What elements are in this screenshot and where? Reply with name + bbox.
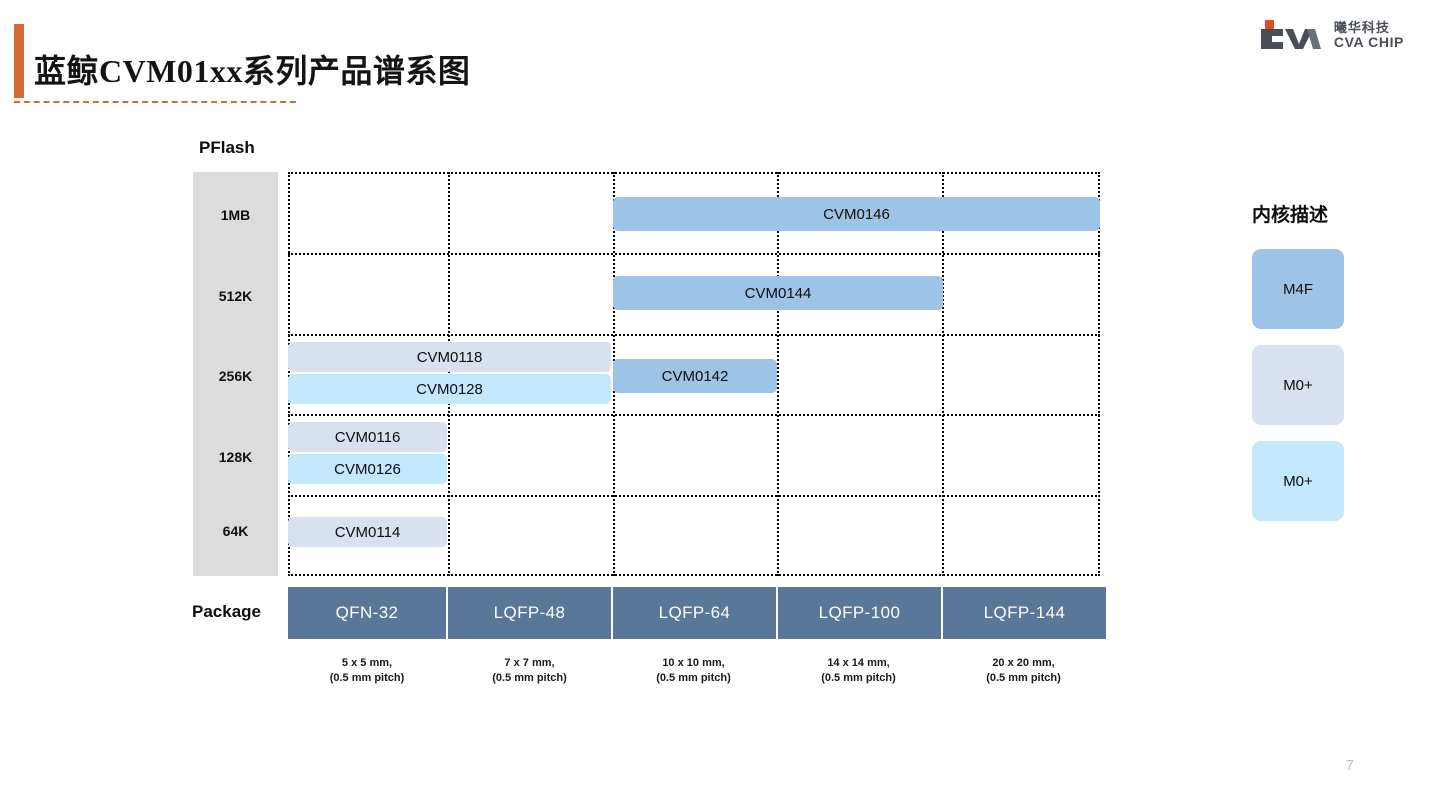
product-bar-label: CVM0118 (416, 348, 483, 366)
grid-hline-3 (288, 414, 1100, 416)
product-bar-label: CVM0126 (334, 460, 401, 478)
page-number: 7 (1345, 757, 1354, 774)
grid-hline-5 (288, 574, 1100, 576)
grid-hline-2 (288, 334, 1100, 336)
product-bar-cvm0144[interactable]: CVM0144 (613, 276, 943, 310)
package-note-pitch: (0.5 mm pitch) (821, 671, 896, 684)
package-note-pitch: (0.5 mm pitch) (986, 671, 1061, 684)
package-note-lqfp-48: 7 x 7 mm, (0.5 mm pitch) (448, 656, 611, 686)
product-bar-label: CVM0128 (416, 380, 483, 398)
package-note-pitch: (0.5 mm pitch) (329, 671, 405, 684)
product-bar-cvm0146[interactable]: CVM0146 (613, 197, 1100, 231)
pflash-tick-256k: 256K (218, 368, 253, 384)
company-logo: 曦华科技 CVA CHIP (1259, 20, 1404, 52)
product-bar-label: CVM0146 (823, 205, 890, 223)
product-bar-cvm0128[interactable]: CVM0128 (288, 374, 611, 404)
package-note-size: 7 x 7 mm, (504, 657, 555, 669)
logo-name-cn: 曦华科技 (1333, 20, 1390, 36)
package-header-lqfp-48[interactable]: LQFP-48 (448, 587, 611, 639)
grid-vline-4 (942, 172, 944, 576)
grid-hline-0 (288, 172, 1100, 174)
product-bar-label: CVM0142 (661, 367, 729, 385)
pflash-axis-column (193, 172, 278, 576)
product-bar-cvm0142[interactable]: CVM0142 (613, 359, 777, 393)
package-header-lqfp-144[interactable]: LQFP-144 (943, 587, 1106, 639)
grid-hline-1 (288, 253, 1100, 255)
product-bar-cvm0116[interactable]: CVM0116 (288, 422, 447, 452)
pflash-tick-1mb: 1MB (220, 207, 251, 223)
legend-chip-0[interactable]: M4F (1252, 249, 1344, 329)
package-header-qfn-32[interactable]: QFN-32 (288, 587, 446, 639)
package-note-size: 5 x 5 mm, (341, 657, 393, 669)
product-bar-cvm0118[interactable]: CVM0118 (288, 342, 611, 372)
package-note-lqfp-100: 14 x 14 mm, (0.5 mm pitch) (777, 656, 940, 686)
product-bar-cvm0114[interactable]: CVM0114 (288, 517, 447, 547)
product-bar-label: CVM0144 (744, 284, 812, 302)
logo-text: 曦华科技 CVA CHIP (1334, 21, 1404, 50)
product-bar-label: CVM0116 (334, 428, 401, 446)
title-dashed-underline (14, 101, 296, 103)
package-note-size: 14 x 14 mm, (827, 657, 890, 669)
package-note-lqfp-144: 20 x 20 mm, (0.5 mm pitch) (942, 656, 1105, 686)
pflash-tick-512k: 512K (218, 288, 253, 304)
product-bar-label: CVM0114 (334, 523, 401, 541)
package-note-size: 20 x 20 mm, (992, 657, 1055, 669)
product-bar-cvm0126[interactable]: CVM0126 (288, 454, 447, 484)
pflash-tick-64k: 64K (222, 523, 249, 539)
pflash-axis-label: PFlash (199, 138, 255, 157)
legend-title: 内核描述 (1252, 205, 1329, 226)
package-axis-label: Package (192, 602, 261, 621)
title-accent-bar (14, 24, 24, 98)
package-header-lqfp-100[interactable]: LQFP-100 (778, 587, 941, 639)
legend-chip-label: M4F (1283, 280, 1313, 298)
package-note-lqfp-64: 10 x 10 mm, (0.5 mm pitch) (612, 656, 775, 686)
logo-name-en: CVA CHIP (1333, 34, 1404, 51)
cva-logo-mark-icon (1259, 20, 1325, 52)
package-header-lqfp-64[interactable]: LQFP-64 (613, 587, 776, 639)
pflash-tick-128k: 128K (218, 449, 253, 465)
package-note-size: 10 x 10 mm, (662, 657, 725, 669)
grid-vline-5 (1098, 172, 1100, 576)
legend-chip-label: M0+ (1283, 376, 1313, 394)
package-note-pitch: (0.5 mm pitch) (656, 671, 731, 684)
legend-chip-1[interactable]: M0+ (1252, 345, 1344, 425)
legend-chip-2[interactable]: M0+ (1252, 441, 1344, 521)
package-note-pitch: (0.5 mm pitch) (492, 671, 567, 684)
legend-chip-label: M0+ (1283, 472, 1313, 490)
grid-vline-3 (777, 172, 779, 576)
package-note-qfn-32: 5 x 5 mm, (0.5 mm pitch) (288, 656, 446, 686)
grid-hline-4 (288, 495, 1100, 497)
page-title: 蓝鲸CVM01xx系列产品谱系图 (34, 53, 471, 89)
